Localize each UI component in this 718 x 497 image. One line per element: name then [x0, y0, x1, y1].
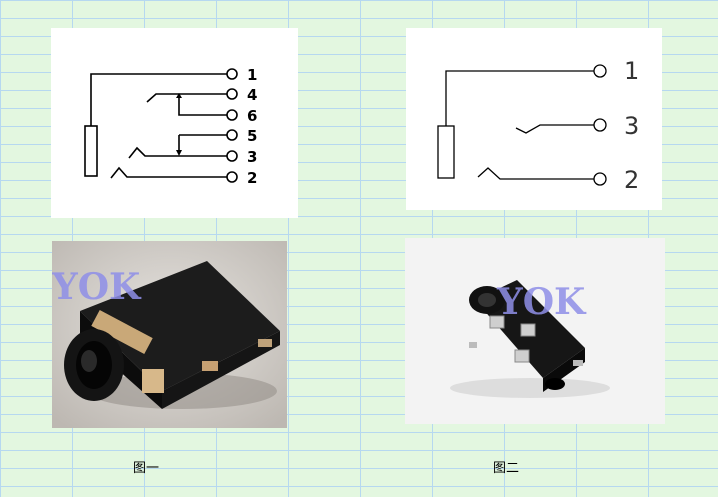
- pin4-arrow: [176, 93, 182, 98]
- pin-label-4: 4: [247, 86, 257, 104]
- pin-label-2: 2: [247, 169, 257, 187]
- figure1-schematic: 1 4 6 5 3 2: [51, 28, 298, 218]
- pin1-terminal: [226, 68, 238, 80]
- figure2-photo: YOK: [405, 238, 665, 424]
- figure1-photo: YOK: [52, 241, 287, 428]
- pin3-wire: [515, 124, 594, 134]
- figure2-schematic: 1 3 2: [406, 28, 662, 210]
- pin6-wire: [178, 94, 227, 116]
- pin2-terminal: [593, 172, 607, 186]
- pin5-arrow: [176, 150, 182, 156]
- jack-sleeve-rect: [437, 125, 455, 179]
- pin1-terminal: [593, 64, 607, 78]
- six-pin-jack-photo: YOK: [52, 241, 287, 428]
- figure1-caption: 图一: [133, 461, 160, 476]
- pin4-wire: [146, 93, 227, 103]
- pin-label-1: 1: [247, 66, 257, 84]
- three-pin-jack-schematic: 1 3 2: [437, 57, 639, 194]
- figure2-caption: 图二: [493, 461, 520, 476]
- pin-label-5: 5: [247, 127, 257, 145]
- pin-label-6: 6: [247, 107, 257, 125]
- pin3-terminal: [226, 150, 238, 162]
- yok-watermark: YOK: [52, 266, 142, 308]
- pin4-terminal: [226, 88, 238, 100]
- pin2-wire: [110, 166, 227, 179]
- pin5-terminal: [226, 129, 238, 141]
- pin-label-2: 2: [624, 166, 639, 194]
- pin2-wire: [477, 167, 594, 180]
- pin-label-3: 3: [247, 148, 257, 166]
- pin3-terminal: [593, 118, 607, 132]
- pin-label-3: 3: [624, 112, 639, 140]
- yok-watermark: YOK: [496, 281, 587, 323]
- pin2-terminal: [226, 171, 238, 183]
- pin1-wire: [90, 73, 227, 126]
- pin1-wire: [445, 70, 594, 126]
- pin3-wire: [128, 146, 227, 159]
- six-pin-jack-schematic: 1 4 6 5 3 2: [84, 66, 257, 187]
- pin6-terminal: [226, 109, 238, 121]
- three-pin-jack-photo: YOK: [405, 238, 665, 424]
- jack-sleeve-rect: [84, 125, 98, 177]
- pin-label-1: 1: [624, 57, 639, 85]
